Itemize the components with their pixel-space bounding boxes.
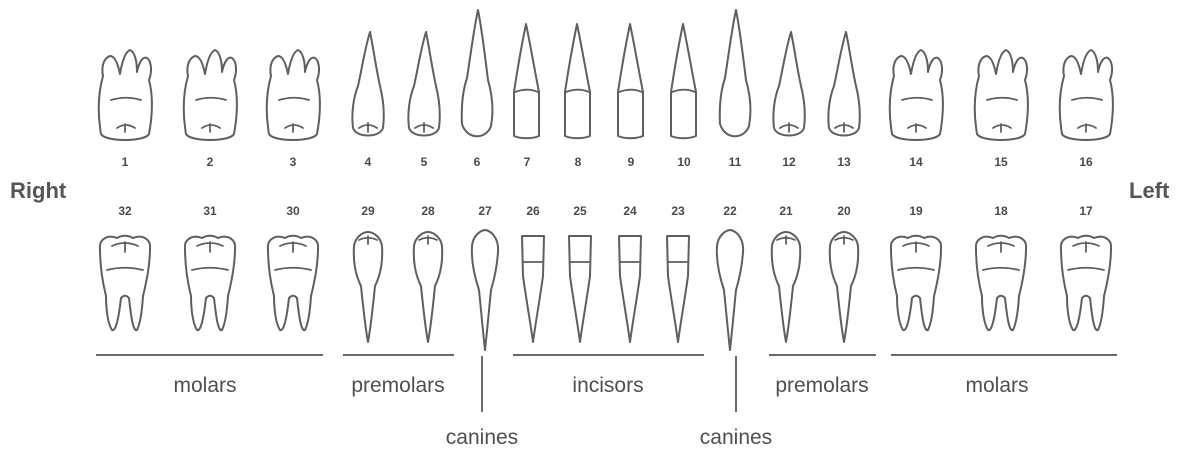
- tooth-outline: [830, 232, 858, 342]
- tooth-number: 10: [677, 155, 691, 169]
- lower-tooth-9: [667, 236, 689, 342]
- tooth-number: 23: [671, 204, 685, 218]
- tooth-outline: [773, 32, 804, 136]
- tooth-outline: [720, 10, 751, 136]
- tooth-number: 5: [421, 155, 428, 169]
- tooth-outline: [717, 230, 743, 350]
- group-label: canines: [446, 426, 518, 449]
- lower-tooth-12: [830, 232, 858, 342]
- tooth-number: 15: [994, 155, 1008, 169]
- tooth-number: 17: [1079, 204, 1093, 218]
- group-label: premolars: [351, 374, 444, 397]
- tooth-outline: [514, 24, 539, 138]
- tooth-number: 20: [837, 204, 851, 218]
- tooth-number: 19: [909, 204, 923, 218]
- upper-tooth-6: [514, 24, 539, 138]
- upper-tooth-10: [720, 10, 751, 136]
- tooth-outline: [671, 24, 696, 138]
- tooth-number: 27: [478, 204, 492, 218]
- tooth-number: 12: [782, 155, 796, 169]
- tooth-number: 8: [575, 155, 582, 169]
- tooth-number: 30: [286, 204, 300, 218]
- upper-tooth-11: [773, 32, 804, 136]
- tooth-number: 13: [837, 155, 851, 169]
- tooth-outline: [618, 24, 643, 138]
- tooth-number: 31: [203, 204, 217, 218]
- upper-tooth-8: [618, 24, 643, 138]
- tooth-number: 18: [994, 204, 1008, 218]
- upper-tooth-7: [565, 24, 590, 138]
- group-label: molars: [173, 374, 236, 397]
- tooth-outline: [414, 232, 442, 342]
- lower-tooth-0: [100, 236, 150, 330]
- tooth-number: 3: [290, 155, 297, 169]
- upper-tooth-3: [352, 32, 383, 136]
- tooth-outline: [462, 10, 493, 136]
- tooth-number: 25: [573, 204, 587, 218]
- tooth-number: 26: [526, 204, 540, 218]
- tooth-outline: [772, 232, 800, 342]
- lower-tooth-2: [268, 236, 318, 330]
- lower-tooth-1: [185, 236, 235, 330]
- tooth-number: 21: [779, 204, 793, 218]
- tooth-number: 24: [623, 204, 637, 218]
- group-label: premolars: [775, 374, 868, 397]
- tooth-number: 16: [1079, 155, 1093, 169]
- tooth-outline: [828, 32, 859, 136]
- lower-tooth-13: [891, 236, 941, 330]
- upper-tooth-4: [408, 32, 439, 136]
- tooth-outline: [667, 236, 689, 342]
- tooth-number: 7: [524, 155, 531, 169]
- tooth-outline: [354, 232, 382, 342]
- tooth-number: 28: [421, 204, 435, 218]
- tooth-outline: [619, 236, 641, 342]
- tooth-number: 2: [207, 155, 214, 169]
- upper-tooth-14: [975, 50, 1028, 140]
- lower-arch: 32 31 30 29 28 27 26 25 24 23 22 21 20 19 18 17: [100, 204, 1111, 350]
- tooth-group-labels: molars premolars canines incisors canines pre…: [96, 355, 1117, 449]
- side-label-right: Right: [10, 178, 67, 203]
- tooth-number: 22: [723, 204, 737, 218]
- upper-tooth-15: [1060, 50, 1113, 140]
- lower-tooth-10: [717, 230, 743, 350]
- tooth-number: 11: [729, 155, 742, 169]
- tooth-outline: [408, 32, 439, 136]
- tooth-outline: [565, 24, 590, 138]
- tooth-outline: [472, 230, 498, 350]
- tooth-number: 32: [118, 204, 132, 218]
- upper-tooth-5: [462, 10, 493, 136]
- upper-tooth-12: [828, 32, 859, 136]
- group-label: molars: [965, 374, 1028, 397]
- lower-tooth-6: [522, 236, 544, 342]
- side-label-left: Left: [1129, 178, 1170, 203]
- upper-tooth-13: [890, 50, 943, 140]
- tooth-outline: [569, 236, 591, 342]
- lower-tooth-11: [772, 232, 800, 342]
- upper-tooth-2: [267, 50, 320, 140]
- lower-tooth-4: [414, 232, 442, 342]
- lower-tooth-7: [569, 236, 591, 342]
- group-label: incisors: [572, 374, 643, 397]
- tooth-number: 6: [474, 155, 481, 169]
- lower-tooth-5: [472, 230, 498, 350]
- lower-tooth-8: [619, 236, 641, 342]
- tooth-number: 29: [361, 204, 375, 218]
- tooth-number: 4: [365, 155, 372, 169]
- tooth-number: 14: [909, 155, 923, 169]
- tooth-outline: [522, 236, 544, 342]
- tooth-number: 1: [122, 155, 129, 169]
- lower-tooth-3: [354, 232, 382, 342]
- tooth-outline: [352, 32, 383, 136]
- upper-tooth-9: [671, 24, 696, 138]
- lower-tooth-14: [976, 236, 1026, 330]
- tooth-number: 9: [628, 155, 635, 169]
- upper-tooth-0: [99, 50, 152, 140]
- upper-tooth-1: [184, 50, 237, 140]
- group-label: canines: [700, 426, 772, 449]
- lower-tooth-15: [1061, 236, 1111, 330]
